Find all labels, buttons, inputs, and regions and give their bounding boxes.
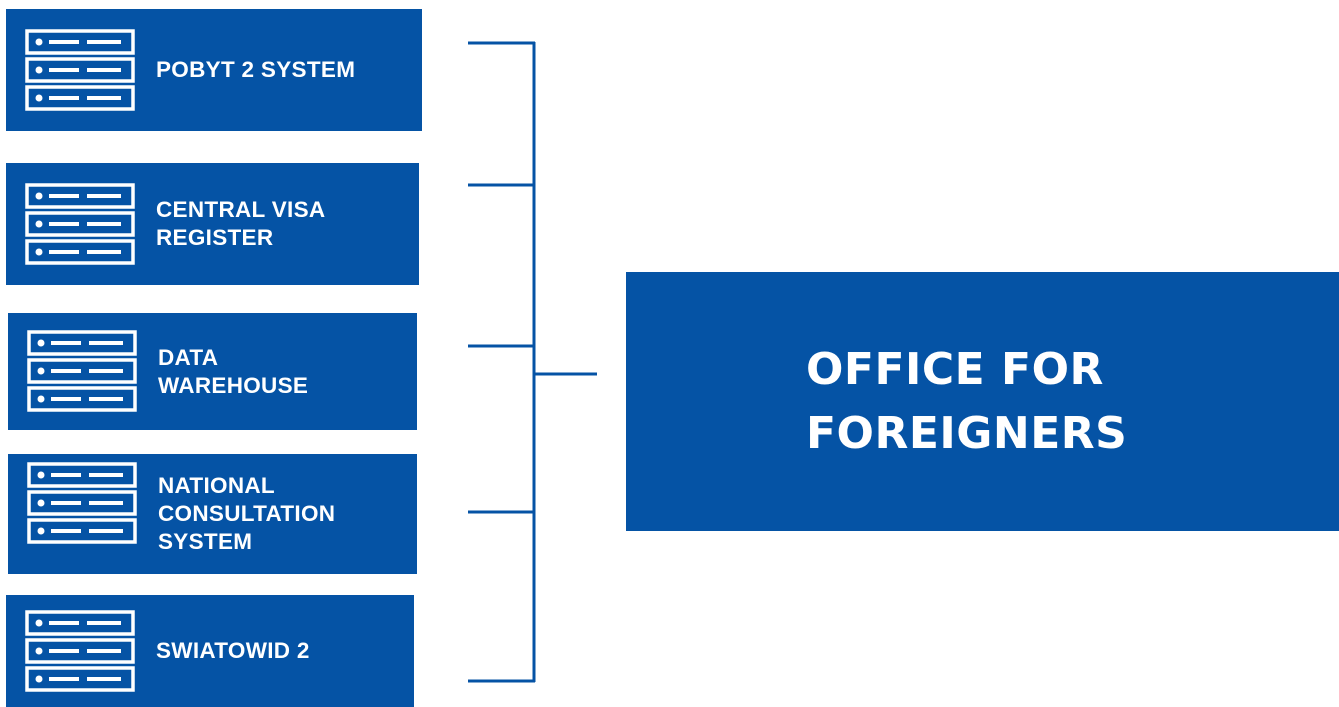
system-box-data-warehouse: DATA WAREHOUSE	[8, 313, 417, 430]
server-rack-icon	[25, 183, 135, 265]
server-rack-icon	[25, 610, 135, 692]
system-box-national-consultation-system: NATIONAL CONSULTATION SYSTEM	[8, 454, 417, 574]
system-label: SWIATOWID 2	[156, 638, 310, 663]
system-box-swiatowid-2: SWIATOWID 2	[6, 595, 414, 707]
system-label: DATA WAREHOUSE	[158, 344, 309, 398]
system-label: NATIONAL CONSULTATION SYSTEM	[158, 473, 336, 554]
system-label: CENTRAL VISA REGISTER	[156, 197, 326, 250]
target-label: OFFICE FOR FOREIGNERS	[806, 343, 1128, 459]
server-rack-icon	[27, 330, 137, 412]
system-box-central-visa-register: CENTRAL VISA REGISTER	[6, 163, 419, 285]
system-label: POBYT 2 SYSTEM	[156, 57, 356, 82]
system-box-pobyt-2: POBYT 2 SYSTEM	[6, 9, 422, 131]
server-rack-icon	[25, 29, 135, 111]
server-rack-icon	[27, 462, 137, 544]
target-box-office-for-foreigners: OFFICE FOR FOREIGNERS	[626, 272, 1339, 531]
